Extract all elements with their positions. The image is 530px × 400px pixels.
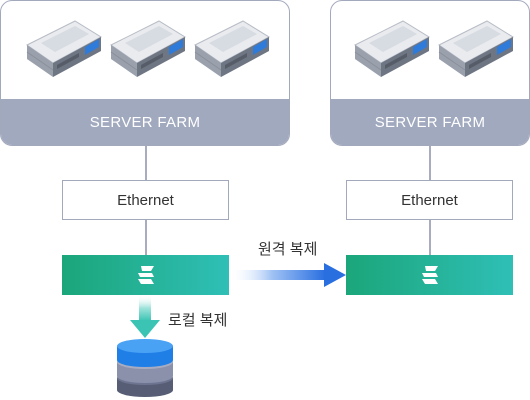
appliance-bar-right (346, 255, 513, 295)
server-group-left (1, 1, 289, 101)
app-logo-icon (135, 264, 157, 286)
server-farm-right: SERVER FARM (330, 0, 530, 146)
connector-line (145, 146, 147, 180)
connector-line (429, 220, 431, 255)
local-replication-label: 로컬 복제 (168, 312, 228, 329)
connector-line (145, 220, 147, 255)
app-logo-icon (419, 264, 441, 286)
server-group-right (331, 1, 529, 101)
database-icon (117, 339, 173, 397)
server-farm-label: SERVER FARM (1, 99, 289, 145)
server-icon (347, 17, 431, 81)
local-replication-arrow (130, 295, 160, 338)
server-icon (187, 17, 271, 81)
ethernet-box-right: Ethernet (346, 180, 513, 220)
appliance-bar-left (62, 255, 229, 295)
server-icon (19, 17, 103, 81)
remote-replication-arrow (229, 263, 346, 287)
server-icon (103, 17, 187, 81)
server-icon (431, 17, 515, 81)
remote-replication-label: 원격 복제 (258, 241, 318, 258)
server-farm-label: SERVER FARM (331, 99, 529, 145)
ethernet-box-left: Ethernet (62, 180, 229, 220)
server-farm-left: SERVER FARM (0, 0, 290, 146)
connector-line (429, 146, 431, 180)
